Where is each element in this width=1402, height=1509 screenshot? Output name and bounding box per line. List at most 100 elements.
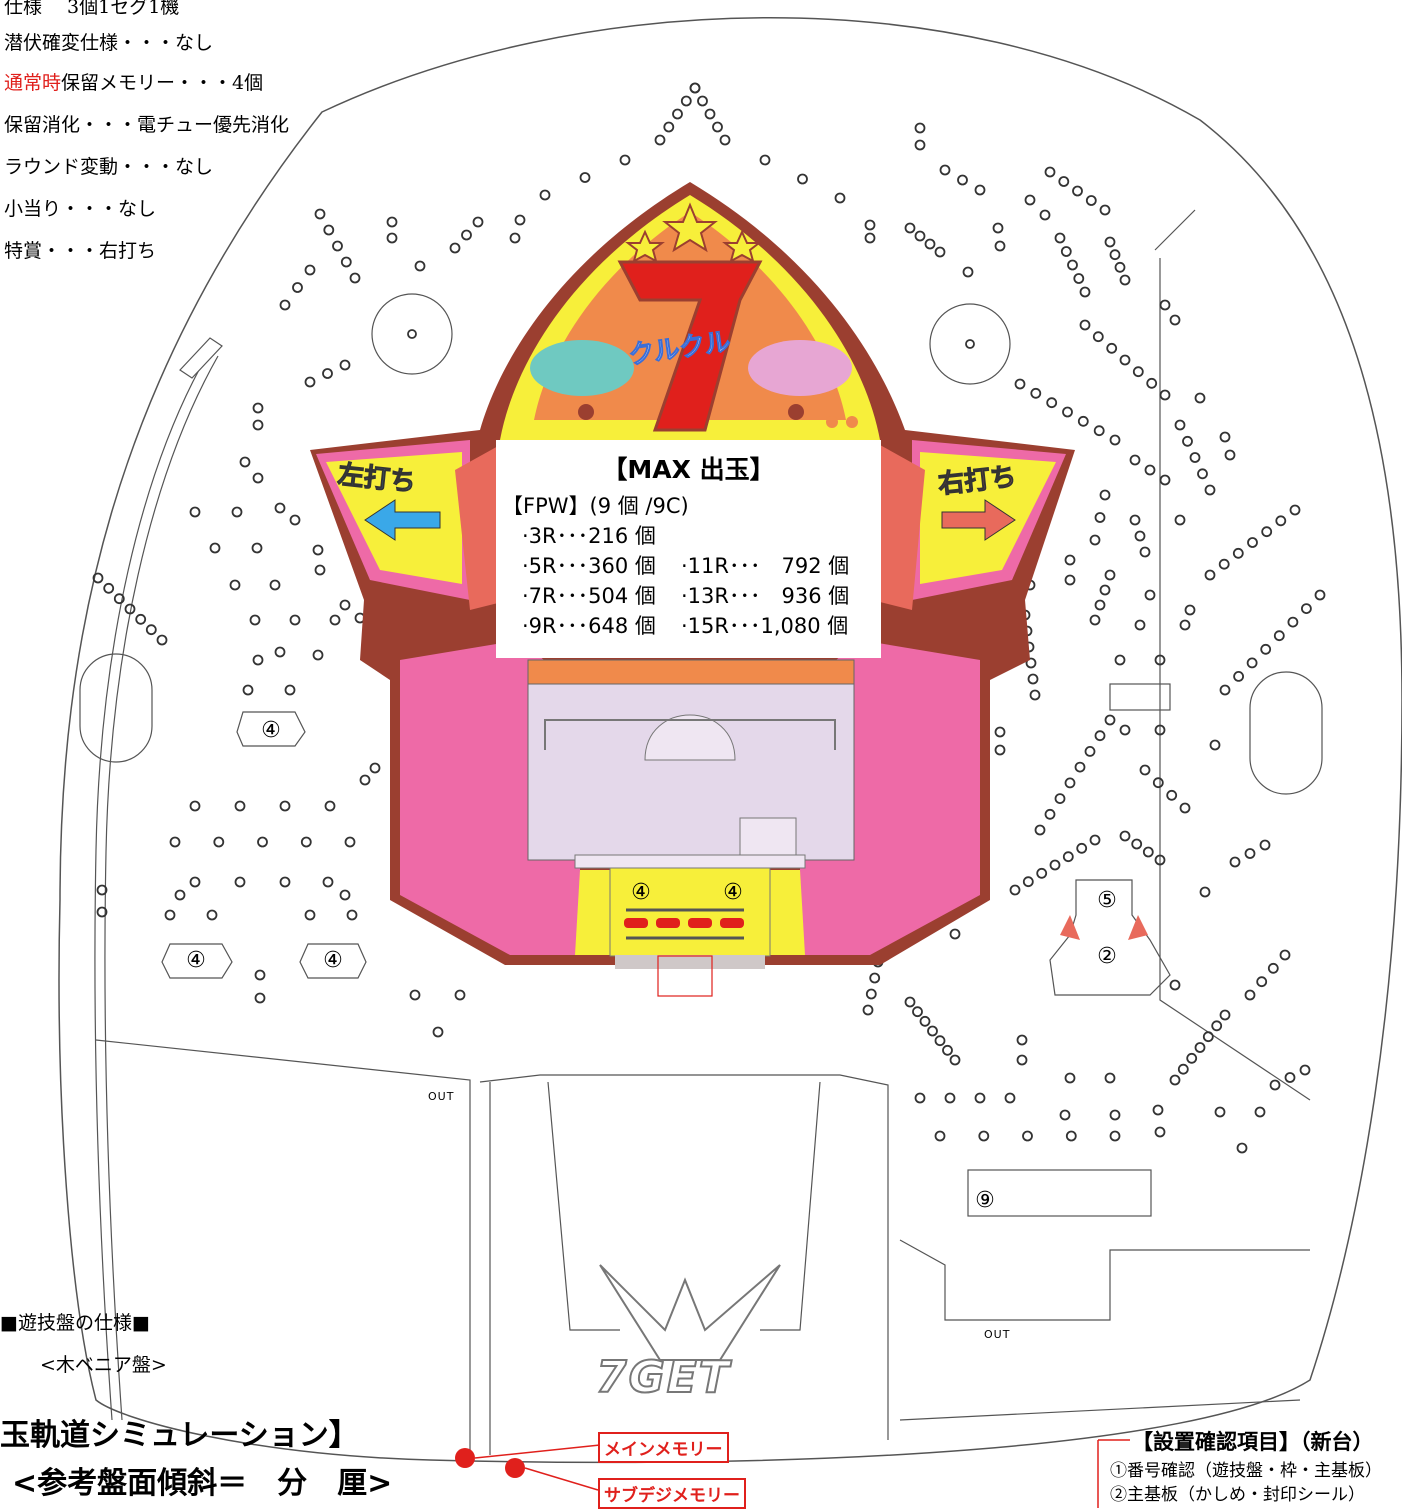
nail-pin	[239, 456, 251, 468]
nail-pin	[279, 876, 291, 888]
main-memory-label: メインメモリー	[598, 1432, 729, 1463]
nail-pin	[1174, 514, 1186, 526]
lower-zone-left	[95, 1039, 471, 1460]
nail-pin	[164, 909, 176, 921]
nail-pin	[924, 238, 936, 250]
nail-pin	[289, 514, 301, 526]
pocket-4-marker: ④	[631, 880, 651, 905]
nail-pin	[1099, 584, 1111, 596]
nail-pin	[1169, 314, 1181, 326]
nail-pin	[1094, 512, 1106, 523]
nail-pin	[339, 889, 351, 901]
nail-pin	[974, 184, 986, 196]
nail-pin	[927, 1025, 938, 1037]
nail-pin	[672, 108, 683, 120]
nail-pin	[1060, 246, 1072, 257]
spec-line-5: ラウンド変動・・・なし	[4, 156, 214, 178]
nail-pin	[242, 684, 254, 696]
nail-pin	[1099, 489, 1111, 501]
nail-pin	[472, 216, 484, 228]
nail-pin	[1114, 654, 1126, 666]
pocket-5-marker: ⑤	[1097, 888, 1117, 913]
nail-pin	[359, 774, 371, 786]
nail-pin	[904, 996, 916, 1008]
nail-pin	[1104, 569, 1116, 581]
nail-pin	[1059, 1109, 1071, 1121]
nail-pin	[169, 836, 181, 848]
nail-pin	[254, 969, 266, 981]
nail-pin	[1106, 342, 1118, 354]
payout-row-right: ·11R･･･ 792 個	[681, 554, 850, 578]
nail-pin	[96, 906, 108, 918]
nail-pin	[346, 909, 358, 921]
max-payout-panel: 【MAX 出玉】 【FPW】(9 個 /9C) ·3R･･･216 個 ·5R･…	[496, 440, 881, 658]
nail-pin	[1214, 1106, 1226, 1118]
nail-pin	[912, 1006, 923, 1018]
nail-pin	[1152, 1104, 1164, 1116]
nail-pin	[1134, 619, 1146, 631]
nail-pin	[994, 744, 1006, 756]
nail-pin	[454, 989, 466, 1001]
nail-pin	[304, 264, 316, 276]
nail-pin	[1154, 854, 1166, 866]
nail-pin	[1260, 643, 1272, 655]
nail-pin	[1279, 949, 1291, 961]
nail-pin	[1044, 166, 1056, 178]
nail-pin	[797, 173, 808, 185]
nail-pin	[339, 359, 351, 371]
nail-pin	[1244, 848, 1256, 859]
install-check-item: ②主基板（かしめ・封印シール）	[1110, 1485, 1365, 1505]
nail-pin	[1067, 259, 1078, 271]
nail-pin	[1104, 714, 1116, 726]
nail-pin	[697, 95, 708, 107]
sub-memory-label: サブデジメモリー	[598, 1478, 746, 1509]
nail-pin	[1299, 1064, 1311, 1076]
nail-pin	[1093, 425, 1105, 437]
nail-pin	[292, 282, 303, 293]
nail-pin	[1177, 1063, 1189, 1075]
nail-pin	[949, 1054, 961, 1066]
nail-pin	[1159, 474, 1171, 486]
nail-pin	[1314, 589, 1326, 601]
nail-pin	[1044, 808, 1056, 820]
nail-pin	[1232, 547, 1244, 559]
nail-pin	[449, 242, 461, 254]
nail-pin	[1114, 261, 1126, 273]
nail-pin	[1199, 886, 1211, 898]
board-spec-subtitle: <木ベニア盤>	[40, 1354, 167, 1376]
guide-rail	[94, 349, 211, 1421]
nail-pin	[1119, 830, 1131, 842]
nail-pin	[934, 246, 946, 258]
nail-pin	[1247, 537, 1258, 548]
nail-pin	[234, 800, 246, 812]
nail-pin	[680, 95, 692, 107]
nail-pin	[1146, 377, 1158, 389]
nail-pin	[1089, 534, 1101, 546]
spec-line-6: 小当り・・・なし	[4, 198, 157, 220]
pocket-4-marker: ④	[261, 718, 281, 743]
nail-pin	[329, 614, 341, 626]
nail-pin	[1233, 671, 1244, 682]
nail-pin	[189, 800, 201, 812]
nail-pin	[1004, 1092, 1016, 1104]
nail-pin	[322, 368, 333, 379]
board-outline	[58, 17, 1402, 1464]
nail-pin	[339, 599, 351, 611]
nail-pin	[279, 299, 291, 311]
nail-pin	[1154, 724, 1166, 736]
nail-pin	[1287, 616, 1299, 628]
nail-pin	[1079, 286, 1091, 298]
nail-pin	[206, 909, 218, 921]
nail-pin	[1211, 1020, 1223, 1032]
nail-pin	[174, 889, 186, 901]
nail-pins	[92, 82, 1326, 1154]
nail-pin	[962, 266, 974, 278]
nail-pin	[1267, 962, 1279, 974]
nail-pin	[1154, 1126, 1166, 1138]
nail-pin	[934, 1035, 946, 1047]
nail-pin	[1099, 204, 1111, 216]
nail-pin	[300, 836, 312, 848]
nail-pin	[1132, 366, 1144, 378]
nail-pin	[257, 836, 268, 848]
